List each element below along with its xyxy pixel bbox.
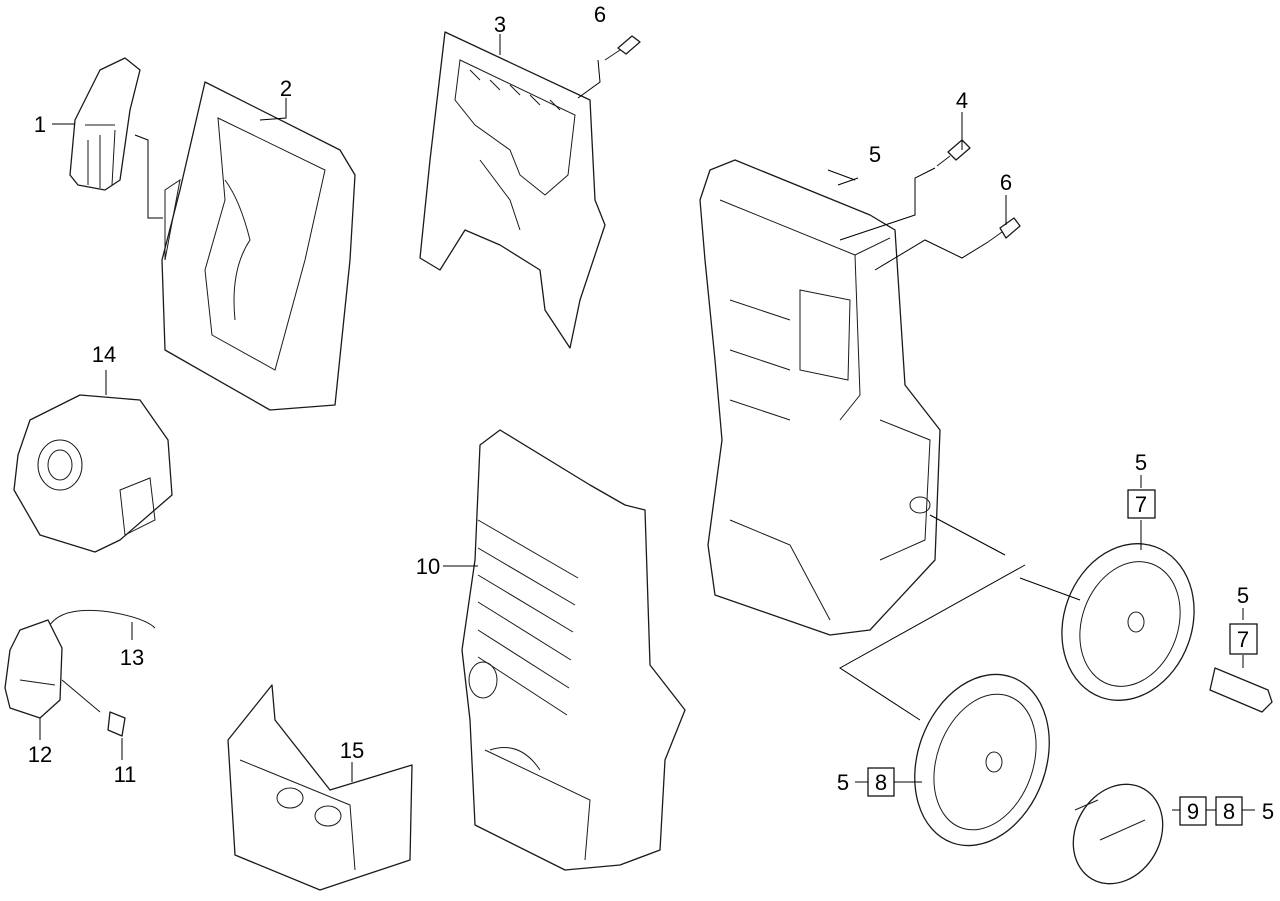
callout-10: 10: [416, 554, 440, 579]
part-6-screw-right: [987, 217, 1021, 243]
axle-pin: [1209, 667, 1273, 713]
part-4-screw: [936, 139, 971, 167]
part-6-screw-top: [604, 35, 641, 61]
callout-5-wheel-upper: 5: [1135, 450, 1147, 475]
callout-5-housing: 5: [869, 142, 881, 167]
wheel-left: [914, 673, 1050, 847]
part-2-frame: [161, 81, 356, 411]
callout-5-wheel-lower: 5: [837, 770, 849, 795]
wheel-right: [1061, 543, 1195, 701]
part-10-front-cover: [461, 429, 686, 871]
callout-8-right: 8: [1223, 799, 1235, 824]
callout-8-left: 8: [875, 770, 887, 795]
callout-12: 12: [28, 742, 52, 767]
part-13-cable: [47, 609, 156, 629]
callout-9: 9: [1187, 799, 1199, 824]
part-3-inner-frame: [419, 31, 606, 349]
callout-6-top: 6: [594, 2, 606, 27]
callout-14: 14: [92, 342, 116, 367]
hub-cap: [1072, 783, 1164, 885]
callout-11: 11: [114, 762, 137, 787]
main-housing: [699, 159, 941, 636]
callout-3: 3: [494, 12, 506, 37]
callout-4: 4: [956, 88, 968, 113]
leader-lines: [39, 34, 1255, 811]
callout-5-pin: 5: [1237, 583, 1249, 608]
callout-15: 15: [340, 738, 364, 763]
box-7-upper: [1127, 489, 1156, 519]
callout-6-right: 6: [1000, 170, 1012, 195]
callout-5-cap: 5: [1262, 799, 1274, 824]
callout-7-lower: 7: [1237, 627, 1249, 652]
part-15-lower-cover: [227, 684, 413, 891]
callout-7-upper: 7: [1135, 492, 1147, 517]
callout-13: 13: [120, 645, 144, 670]
box-9: [1179, 796, 1207, 826]
box-7-lower: [1229, 623, 1258, 655]
part-14-cover: [13, 394, 173, 553]
callout-2: 2: [280, 76, 292, 101]
box-8-right: [1215, 796, 1243, 826]
part-12-switch: [4, 619, 101, 719]
part-1-clip: [69, 57, 141, 191]
part-11-connector: [107, 711, 126, 737]
callout-1: 1: [34, 112, 46, 137]
box-8-left: [867, 767, 895, 797]
